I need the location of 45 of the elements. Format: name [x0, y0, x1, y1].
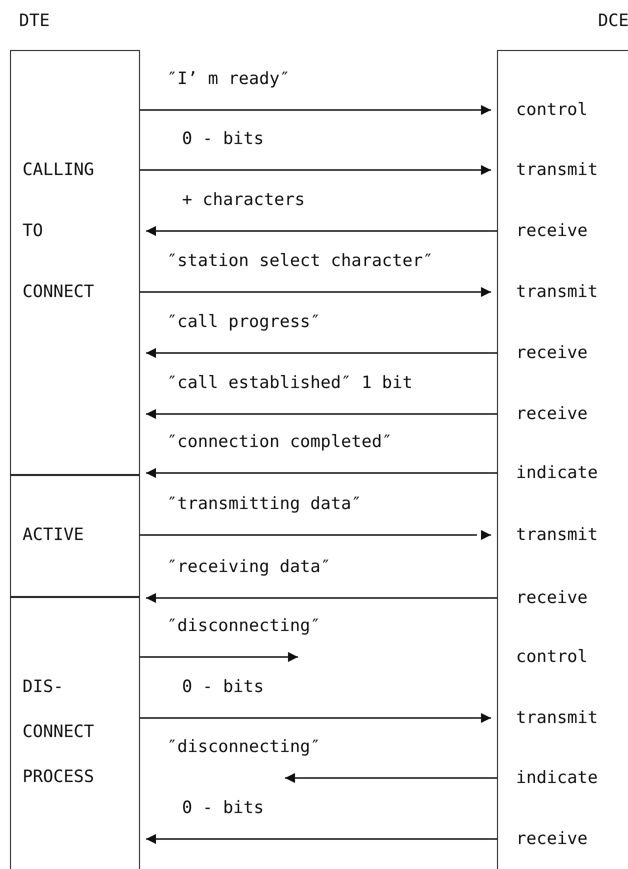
signal-label: receive [516, 588, 588, 608]
signal-label: receive [516, 404, 588, 424]
edge-label: ″disconnecting″ [167, 616, 321, 636]
edge-label: ″call established″ 1 bit [167, 373, 413, 393]
signal-label: transmit [516, 160, 598, 180]
signal-label: control [516, 647, 588, 667]
edge-label: ″disconnecting″ [167, 737, 321, 757]
edge-label: 0 - bits [182, 129, 264, 149]
edge-label: ″connection completed″ [167, 432, 392, 452]
edge-label: + characters [182, 190, 305, 210]
arrow [140, 105, 491, 115]
phase-label: CALLING TO CONNECT [22, 159, 96, 304]
arrow [140, 652, 298, 662]
column-heading: DTE [19, 11, 50, 31]
edge-label: ″station select character″ [167, 251, 434, 271]
signal-label: transmit [516, 525, 598, 545]
arrow [146, 468, 497, 478]
signal-label: receive [516, 829, 588, 849]
signal-label: transmit [516, 282, 598, 302]
arrow [140, 713, 491, 723]
signal-label: receive [516, 343, 588, 363]
edge-label: 0 - bits [182, 677, 264, 697]
phase-box [10, 474, 140, 596]
phase-label: DIS- CONNECT PROCESS [22, 676, 96, 789]
edge-label: ″receiving data″ [167, 557, 331, 577]
signal-label: transmit [516, 708, 598, 728]
column-heading: DCE [598, 11, 628, 31]
arrow [146, 593, 497, 603]
arrow [146, 226, 497, 236]
edge-label: 0 - bits [182, 798, 264, 818]
edge-label: ″I’ m ready″ [167, 69, 290, 89]
signal-label: indicate [516, 463, 598, 483]
arrow [146, 834, 497, 844]
arrow [146, 348, 497, 358]
signal-label: control [516, 100, 588, 120]
arrow [140, 165, 491, 175]
phase-label: ACTIVE [22, 524, 85, 547]
arrow [146, 409, 497, 419]
signal-label: indicate [516, 768, 598, 788]
edge-label: ″transmitting data″ [167, 494, 362, 514]
arrow [285, 773, 497, 783]
signal-label: receive [516, 221, 588, 241]
arrow [140, 530, 491, 540]
arrow [140, 287, 491, 297]
edge-label: ″call progress″ [167, 312, 321, 332]
